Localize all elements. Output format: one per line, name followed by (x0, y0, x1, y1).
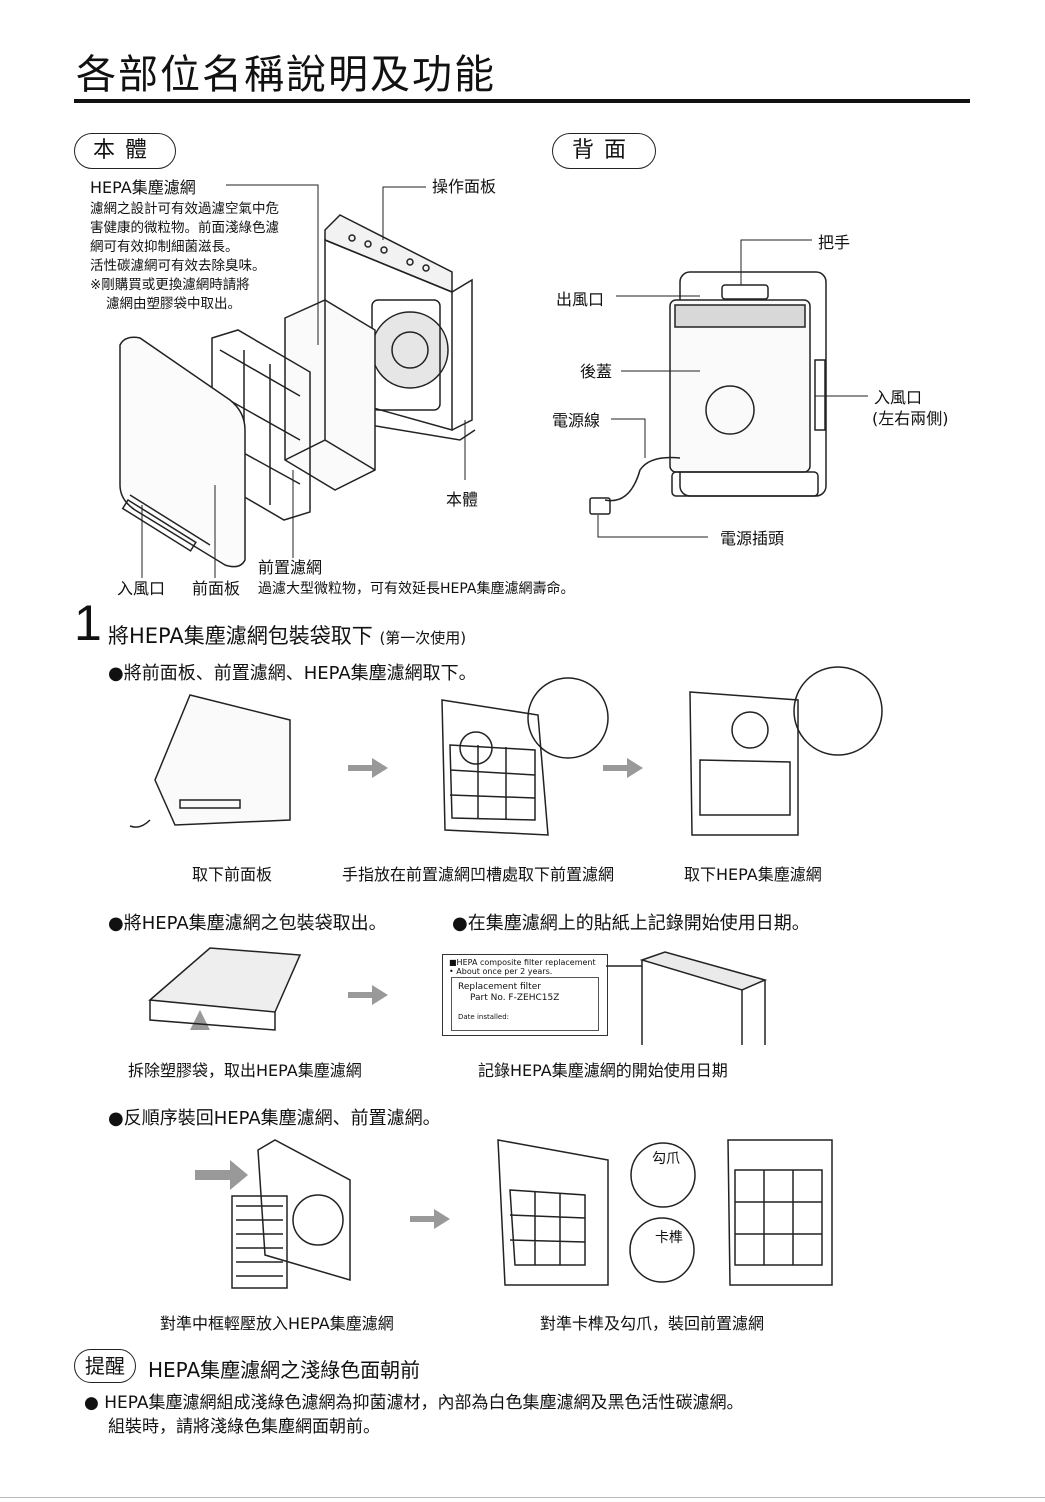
bullet-record-date: ●在集塵濾網上的貼紙上記錄開始使用日期。 (452, 913, 810, 934)
caption-refit-prefilter: 對準卡榫及勾爪，裝回前置濾網 (540, 1314, 765, 1333)
hepa-bag-illustration (148, 947, 302, 1031)
step-title-text: 將HEPA集塵濾網包裝袋取下 (108, 624, 373, 648)
tip-line: 組裝時，請將淺綠色集塵網面朝前。 (108, 1417, 380, 1437)
replacement-sticker: ■HEPA composite filter replacement • Abo… (442, 954, 608, 1036)
front-panel-label: 前面板 (192, 579, 241, 598)
step-title-note: (第一次使用) (379, 629, 467, 647)
sticker-line: ■HEPA composite filter replacement (449, 958, 596, 967)
section-back-label: 背面 (552, 133, 656, 169)
latch-label: 卡榫 (655, 1230, 683, 1246)
section-body-label: 本體 (74, 133, 176, 169)
step-title: 將HEPA集塵濾網包裝袋取下 (第一次使用) (108, 620, 466, 650)
tip-title: HEPA集塵濾網之淺綠色面朝前 (148, 1358, 421, 1382)
tip-body: ● HEPA集塵濾網組成淺綠色濾網為抑菌濾材，內部為白色集塵濾網及黑色活性碳濾網… (84, 1391, 744, 1439)
caption-remove-hepa: 取下HEPA集塵濾網 (684, 865, 822, 884)
caption-insert-hepa: 對準中框輕壓放入HEPA集塵濾網 (160, 1314, 394, 1333)
bullet-reassemble: ●反順序裝回HEPA集塵濾網、前置濾網。 (108, 1108, 441, 1129)
hepa-desc-line: 害健康的微粒物。前面淺綠色濾 (90, 220, 279, 236)
plug-label: 電源插頭 (720, 529, 785, 548)
caption-remove-front: 取下前面板 (192, 865, 273, 884)
hepa-desc-line: ※剛購買或更換濾網時請將 (90, 277, 250, 293)
power-cord-label: 電源線 (552, 411, 601, 430)
hepa-desc-line: 活性碳濾網可有效去除臭味。 (90, 258, 266, 274)
outlet-label: 出風口 (556, 290, 605, 309)
page-title: 各部位名稱說明及功能 (76, 52, 496, 98)
handle-label: 把手 (818, 233, 851, 252)
main-body-label: 本體 (446, 490, 479, 509)
pre-filter-label: 前置濾網 (258, 558, 323, 577)
sticker-line: Part No. F-ZEHC15Z (470, 993, 560, 1003)
step-row3-illustrations (231, 1139, 833, 1289)
hepa-filter-label: HEPA集塵濾網 (90, 178, 196, 197)
sticker-line: • About once per 2 years. (449, 967, 553, 976)
step-row1-illustrations (129, 666, 883, 836)
pre-filter-description: 過濾大型微粒物，可有效延長HEPA集塵濾網壽命。 (258, 581, 575, 597)
caption-remove-prefilter: 手指放在前置濾網凹槽處取下前置濾網 (342, 865, 615, 884)
caption-record-date: 記錄HEPA集塵濾網的開始使用日期 (478, 1061, 728, 1080)
back-inlet-note: (左右兩側) (872, 409, 949, 428)
back-inlet-label: 入風口 (874, 388, 923, 407)
filter-box-illustration (606, 951, 768, 1045)
bottom-divider (0, 1497, 1045, 1498)
hook-label: 勾爪 (652, 1151, 680, 1167)
bullet-remove-bag: ●將HEPA集塵濾網之包裝袋取出。 (108, 913, 387, 934)
hepa-desc-line: 網可有效抑制細菌滋長。 (90, 239, 239, 255)
body-inlet-label: 入風口 (117, 579, 166, 598)
caption-remove-bag: 拆除塑膠袋，取出HEPA集塵濾網 (128, 1061, 362, 1080)
hepa-filter-description: 濾網之設計可有效過濾空氣中危 害健康的微粒物。前面淺綠色濾 網可有效抑制細菌滋長… (90, 200, 279, 314)
title-divider (74, 99, 970, 103)
tip-badge: 提醒 (74, 1349, 136, 1383)
back-illustration (589, 271, 827, 515)
rear-cover-label: 後蓋 (580, 362, 613, 381)
sticker-inner-box: Replacement filter Part No. F-ZEHC15Z Da… (451, 977, 599, 1031)
tip-line: ● HEPA集塵濾網組成淺綠色濾網為抑菌濾材，內部為白色集塵濾網及黑色活性碳濾網… (84, 1393, 744, 1413)
hepa-desc-line: 濾網由塑膠袋中取出。 (106, 296, 241, 312)
control-panel-label: 操作面板 (432, 177, 497, 196)
sticker-line: Date installed: (458, 1013, 510, 1021)
sticker-line: Replacement filter (458, 982, 541, 992)
step-number: 1 (74, 595, 102, 651)
bullet-remove-parts: ●將前面板、前置濾網、HEPA集塵濾網取下。 (108, 663, 477, 684)
hepa-desc-line: 濾網之設計可有效過濾空氣中危 (90, 201, 279, 217)
body-exploded-illustration (119, 214, 476, 568)
